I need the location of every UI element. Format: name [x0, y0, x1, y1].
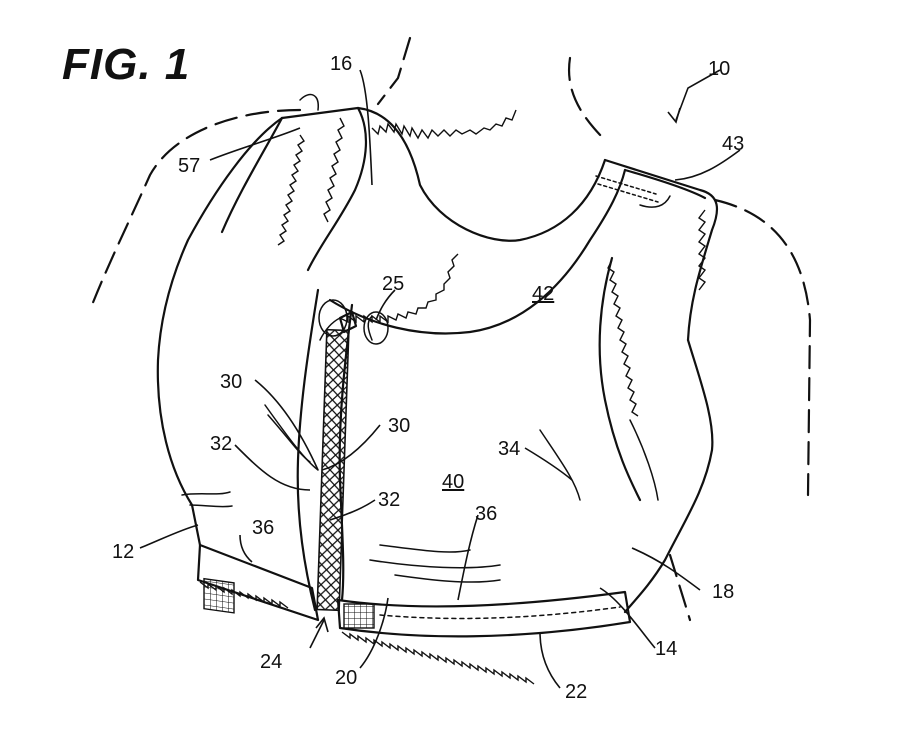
- hook-tab-right: [343, 603, 375, 629]
- garment-body: [156, 93, 719, 685]
- reference-numerals: 10 12 14 16 18 20 22 24 25 30 30 32 32 3…: [112, 53, 744, 703]
- label-42: 42: [532, 283, 554, 305]
- label-22: 22: [565, 681, 587, 703]
- label-12: 12: [112, 541, 134, 563]
- label-57: 57: [178, 155, 200, 177]
- leader-lines: [139, 69, 741, 689]
- label-30-left: 30: [220, 371, 242, 393]
- wearer-outline: [90, 36, 812, 622]
- label-40: 40: [442, 471, 464, 493]
- label-18: 18: [712, 581, 734, 603]
- label-25: 25: [382, 273, 404, 295]
- zipper-pull: [338, 310, 358, 334]
- label-16: 16: [330, 53, 352, 75]
- label-14: 14: [655, 638, 677, 660]
- label-36-left: 36: [252, 517, 274, 539]
- label-43: 43: [722, 133, 744, 155]
- label-10: 10: [708, 58, 730, 80]
- label-34: 34: [498, 438, 520, 460]
- label-30-right: 30: [388, 415, 410, 437]
- label-36-right: 36: [475, 503, 497, 525]
- label-20: 20: [335, 667, 357, 689]
- label-32-right: 32: [378, 489, 400, 511]
- label-24: 24: [260, 651, 282, 673]
- figure-title: FIG. 1: [62, 40, 191, 89]
- label-32-left: 32: [210, 433, 232, 455]
